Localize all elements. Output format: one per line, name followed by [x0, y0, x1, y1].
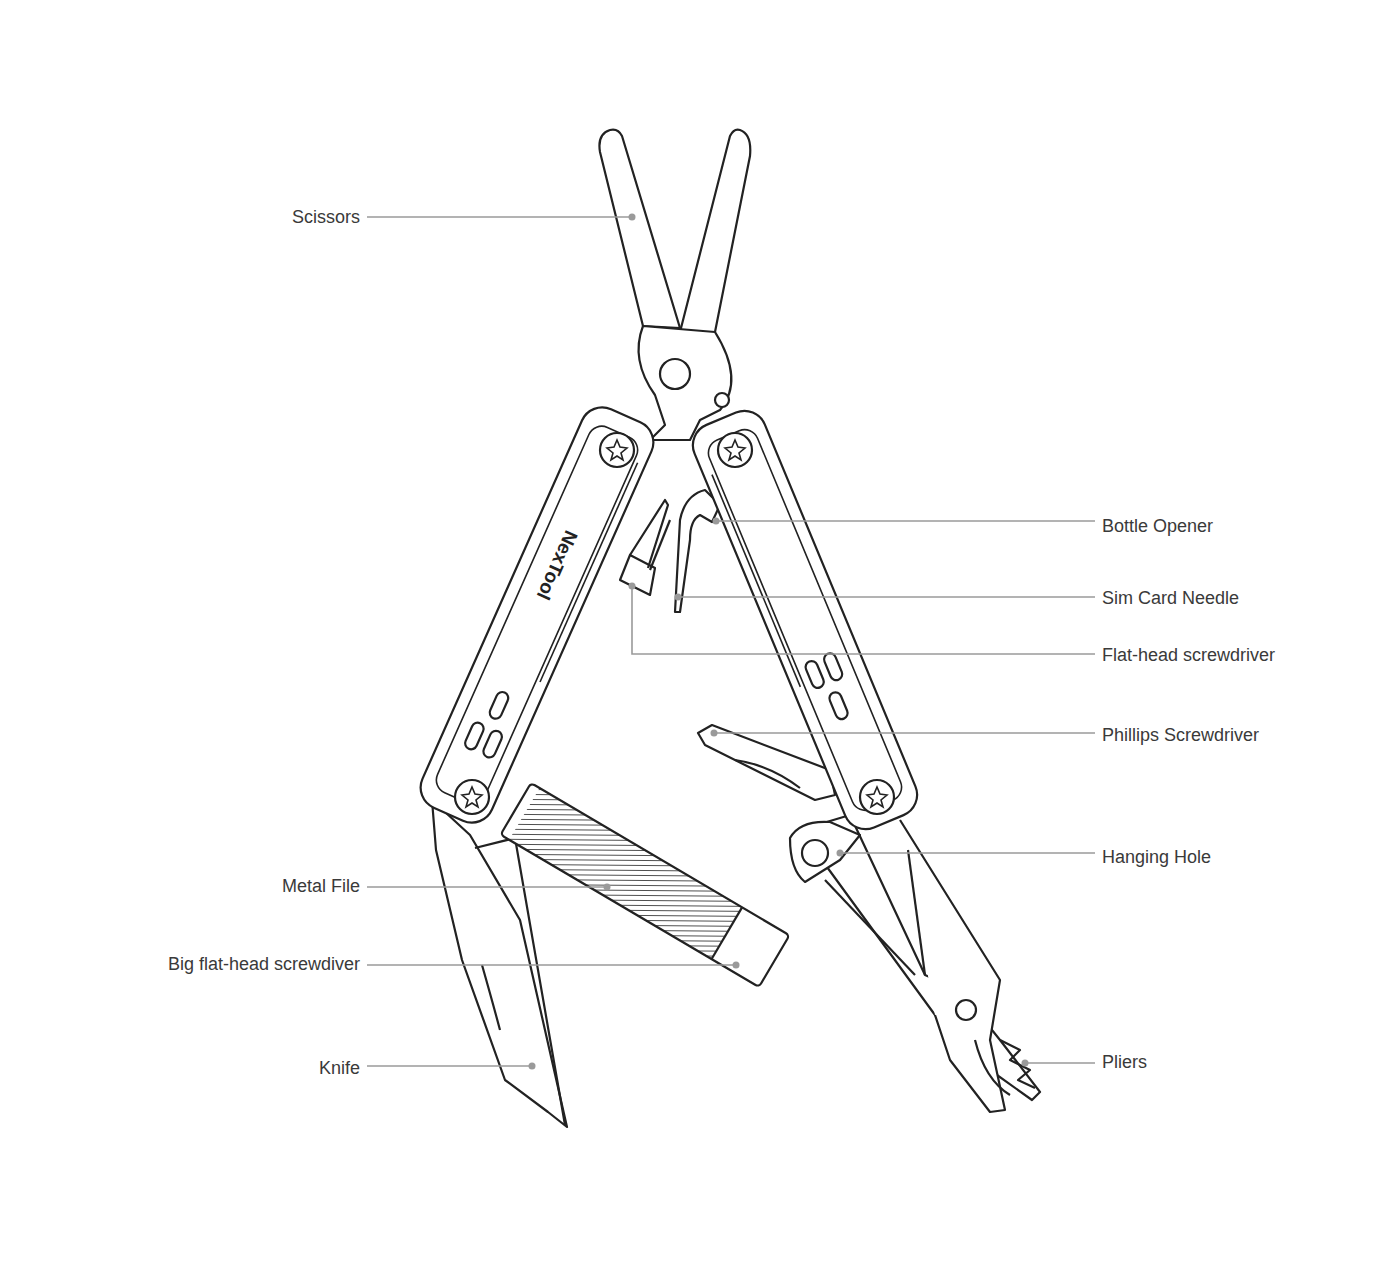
part-label: Sim Card Needle [1102, 587, 1239, 609]
part-label: Pliers [1102, 1051, 1147, 1073]
part-label: Big flat-head screwdiver [168, 953, 360, 975]
part-label: Metal File [282, 875, 360, 897]
part-label: Flat-head screwdriver [1102, 644, 1275, 666]
part-label: Knife [319, 1057, 360, 1079]
part-label: Phillips Screwdriver [1102, 724, 1259, 746]
part-label: Hanging Hole [1102, 846, 1211, 868]
part-label: Scissors [292, 206, 360, 228]
part-label: Bottle Opener [1102, 515, 1213, 537]
